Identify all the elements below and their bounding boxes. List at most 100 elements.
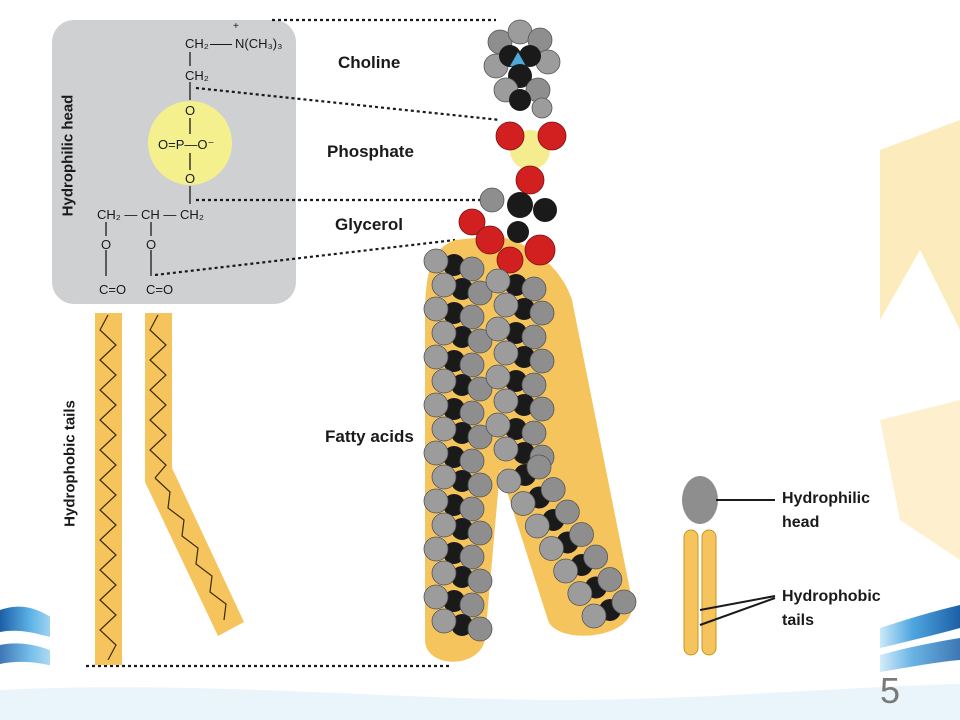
hydrogen-atom (467, 520, 493, 546)
carbon-atom (443, 590, 465, 612)
blue-wave-decoration (880, 638, 960, 672)
hydrogen-atom (493, 340, 519, 366)
legend-head-label-line1: Hydrophilic (782, 490, 871, 507)
slide-number: 5 (879, 670, 900, 711)
legend-phospholipid (682, 476, 776, 656)
hydrogen-atom (529, 396, 555, 422)
legend-head-label-line2: head (782, 514, 820, 531)
phosphate-atoms (495, 121, 567, 195)
hydrogen-atom (467, 424, 493, 450)
hydrogen-atom (431, 368, 457, 394)
structural-formula-bonds (105, 52, 191, 276)
glycerol-atoms (458, 187, 557, 274)
hydrogen-atom (493, 388, 519, 414)
bottom-light-band (0, 684, 960, 720)
legend-tails-label-line1: Hydrophobic (782, 588, 881, 605)
phosphate-highlight-circle (148, 101, 232, 185)
formula-n-methyl: N(CH₃)₃ (235, 36, 283, 51)
hydrogen-atom (597, 567, 623, 592)
hydrogen-atom (467, 472, 493, 498)
hydrogen-atom (529, 300, 555, 326)
carbon-atom (443, 494, 465, 516)
hydrogen-atom (423, 536, 449, 562)
formula-o-top: O (185, 103, 196, 118)
carbon-atom (443, 302, 465, 324)
hydrogen-atom (485, 364, 511, 390)
formula-o-bottom: O (185, 171, 196, 186)
hydrogen-atom (423, 440, 449, 466)
hydrogen-atom (485, 412, 511, 438)
formula-o-left: O (101, 237, 112, 252)
hydrogen-atom (521, 324, 547, 350)
formula-ch2-second: CH₂ (185, 68, 209, 83)
hydrogen-atom (431, 608, 457, 634)
choline-label: Choline (338, 53, 401, 72)
yellow-decoration-shape (880, 120, 960, 330)
carbon-atom (443, 446, 465, 468)
hydrogen-atom (459, 448, 485, 474)
hydrogen-atom (485, 268, 511, 294)
hydrogen-atom (431, 320, 457, 346)
yellow-decoration-shape (880, 400, 960, 560)
hydrogen-atom (493, 436, 519, 462)
phosphate-connector (195, 86, 501, 122)
hydrogen-atom (510, 491, 536, 516)
hydrogen-atom (459, 496, 485, 522)
hydrogen-atom (467, 616, 493, 642)
hydrogen-atom (467, 568, 493, 594)
carbon-atom (443, 254, 465, 276)
hydrogen-atom (521, 420, 547, 446)
formula-ch2-top: CH₂ (185, 36, 209, 51)
hydrogen-atom (431, 560, 457, 586)
hydrogen-atom (431, 512, 457, 538)
hydrogen-atom (459, 592, 485, 618)
carbon-atom (451, 470, 473, 492)
hydrogen-atom (459, 304, 485, 330)
hydrogen-atom (493, 292, 519, 318)
hydrogen-atom (423, 344, 449, 370)
dotted-connectors (86, 18, 501, 668)
formula-carbonyl-right: C=O (146, 282, 174, 297)
carbon-atom (443, 350, 465, 372)
hydrogen-atom (459, 352, 485, 378)
carbon-atom (451, 614, 473, 636)
carbon-atom (505, 274, 527, 296)
carbon-atom (451, 374, 473, 396)
hydrogen-atom (459, 400, 485, 426)
hydrogen-atom (431, 272, 457, 298)
hydrogen-atom (467, 376, 493, 402)
carbon-atom (451, 326, 473, 348)
unsaturated-tail-zigzag (149, 314, 167, 479)
hydrogen-atom (459, 256, 485, 282)
hydrogen-atom (485, 316, 511, 342)
carbon-atom (451, 518, 473, 540)
hydrogen-atom (524, 513, 550, 539)
hydrogen-atom (496, 468, 522, 494)
carbon-atom (513, 442, 535, 464)
blue-wave-decoration (0, 643, 60, 668)
carbon-atom (505, 418, 527, 440)
carbon-atom (513, 298, 535, 320)
hydrogen-atom (467, 280, 493, 306)
hydrogen-atom (581, 603, 607, 629)
hydrogen-atom (553, 558, 579, 584)
hydrogen-atom (431, 464, 457, 490)
blue-wave-decoration (0, 606, 60, 640)
hydrogen-atom (554, 499, 580, 525)
hydrogen-atom (529, 348, 555, 374)
carbon-atom (443, 542, 465, 564)
hydrogen-atom (423, 392, 449, 418)
carbon-atom (451, 566, 473, 588)
hydrophilic-head-label: Hydrophilic head (59, 94, 77, 217)
hydrogen-atom (567, 581, 593, 606)
choline-atoms (483, 19, 561, 119)
carbon-atom (513, 394, 535, 416)
hydrogen-atom (540, 477, 566, 502)
hydrogen-atom (423, 584, 449, 610)
hydrogen-atom (521, 276, 547, 302)
hydrogen-atom (583, 544, 609, 570)
phosphate-label: Phosphate (327, 142, 414, 161)
hydrophobic-tails-label: Hydrophobic tails (61, 400, 79, 527)
